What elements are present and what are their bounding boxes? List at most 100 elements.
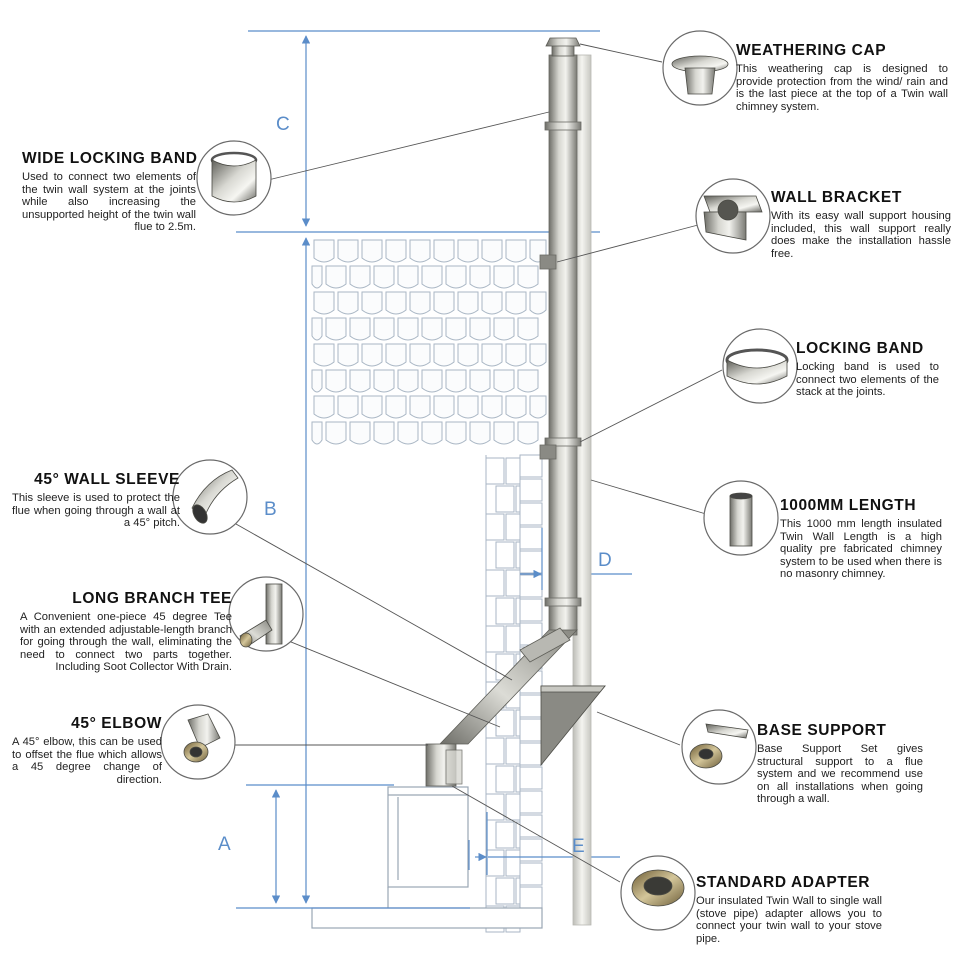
standard-adapter-callout: STANDARD ADAPTER Our insulated Twin Wall…: [696, 874, 882, 945]
roof-tile: [505, 343, 527, 367]
wide-locking-band-title: WIDE LOCKING BAND: [22, 150, 198, 167]
roof-tile: [433, 239, 455, 263]
locking-band-icon: [725, 348, 789, 385]
dimension-label-d: D: [598, 550, 612, 571]
roof-tile: [373, 265, 395, 289]
elbow-icon: [183, 713, 221, 763]
length-1000mm-title: 1000MM LENGTH: [780, 497, 917, 514]
roof-tile: [505, 239, 527, 263]
brick: [505, 849, 521, 877]
brick: [515, 485, 521, 513]
brick: [519, 574, 543, 598]
brick: [495, 541, 515, 569]
roof-tile: [373, 369, 395, 393]
roof-tile: [349, 265, 371, 289]
dimension-label-c: C: [276, 114, 290, 135]
roof-tile: [481, 395, 503, 419]
twin-wall-length-icon: [729, 492, 753, 547]
roof-tile: [311, 265, 323, 289]
roof-tile: [517, 369, 539, 393]
roof-tile: [385, 343, 407, 367]
roof-tile: [469, 369, 491, 393]
roof-tile: [373, 317, 395, 341]
roof-tile: [361, 291, 383, 315]
roof-tiles: [311, 239, 547, 445]
roof-tile: [361, 343, 383, 367]
brick: [519, 502, 543, 526]
roof-tile: [481, 239, 503, 263]
roof-tile: [517, 421, 539, 445]
roof-tile: [349, 421, 371, 445]
standard-adapter-title: STANDARD ADAPTER: [696, 874, 871, 891]
roof-tile: [445, 369, 467, 393]
brick: [485, 513, 505, 541]
roof-tile: [311, 317, 323, 341]
roof-tile: [337, 291, 359, 315]
brick: [505, 793, 521, 821]
brick: [519, 694, 543, 718]
brick: [495, 709, 515, 737]
roof-tile: [337, 239, 359, 263]
roof-tile: [313, 395, 335, 419]
brick: [495, 877, 515, 905]
brick: [485, 849, 505, 877]
brick: [519, 790, 543, 814]
brick-wall: [485, 454, 543, 933]
brick: [515, 597, 521, 625]
roof-tile: [529, 395, 547, 419]
locking-band-callout: LOCKING BAND Locking band is used to con…: [796, 340, 939, 399]
brick: [519, 742, 543, 766]
dimension-label-a: A: [218, 834, 231, 855]
roof-tile: [421, 369, 443, 393]
length-1000mm-description: This 1000 mm length insulated Twin Wall …: [780, 518, 942, 581]
brick: [485, 569, 505, 597]
base-support-bracket: [540, 685, 606, 767]
long-branch-tee-title: LONG BRANCH TEE: [72, 590, 232, 607]
brick: [519, 814, 543, 838]
brick: [495, 821, 515, 849]
wall-sleeve-45-title: 45° WALL SLEEVE: [34, 471, 180, 488]
roof-tile: [493, 265, 515, 289]
roof-tile: [493, 369, 515, 393]
brick: [519, 862, 543, 886]
roof-tile: [397, 369, 419, 393]
roof-tile: [385, 291, 407, 315]
roof-tile: [311, 421, 323, 445]
brick: [485, 457, 505, 485]
brick: [519, 718, 543, 742]
elbow-45-title: 45° ELBOW: [71, 715, 162, 732]
length-1000mm-callout: 1000MM LENGTH This 1000 mm length insula…: [780, 497, 942, 581]
offset-flue-section: [425, 627, 578, 787]
roof-tile: [517, 265, 539, 289]
roof-tile: [397, 265, 419, 289]
long-branch-tee-callout: LONG BRANCH TEE A Convenient one-piece 4…: [20, 590, 232, 674]
brick: [505, 513, 521, 541]
roof-tile: [445, 317, 467, 341]
base-support-callout: BASE SUPPORT Base Support Set gives stru…: [757, 722, 923, 806]
standard-adapter-description: Our insulated Twin Wall to single wall (…: [696, 895, 882, 945]
roof-tile: [505, 395, 527, 419]
roof-tile: [337, 395, 359, 419]
brick: [519, 598, 543, 622]
roof-tile: [325, 369, 347, 393]
standard-adapter-icon: [631, 869, 685, 907]
dimension-label-e: E: [572, 836, 585, 857]
roof-tile: [325, 317, 347, 341]
brick: [505, 625, 521, 653]
roof-tile: [385, 239, 407, 263]
elbow-45-callout: 45° ELBOW A 45° elbow, this can be used …: [12, 715, 162, 786]
brick: [505, 737, 521, 765]
roof-tile: [493, 421, 515, 445]
roof-tile: [325, 265, 347, 289]
roof-tile: [481, 291, 503, 315]
brick: [519, 886, 543, 910]
wall-bracket-description: With its easy wall support housing inclu…: [771, 210, 951, 260]
brick: [515, 821, 521, 849]
roof-tile: [469, 265, 491, 289]
wall-bracket-title: WALL BRACKET: [771, 189, 902, 206]
roof-tile: [325, 421, 347, 445]
roof-tile: [397, 421, 419, 445]
brick: [515, 765, 521, 793]
brick: [505, 569, 521, 597]
